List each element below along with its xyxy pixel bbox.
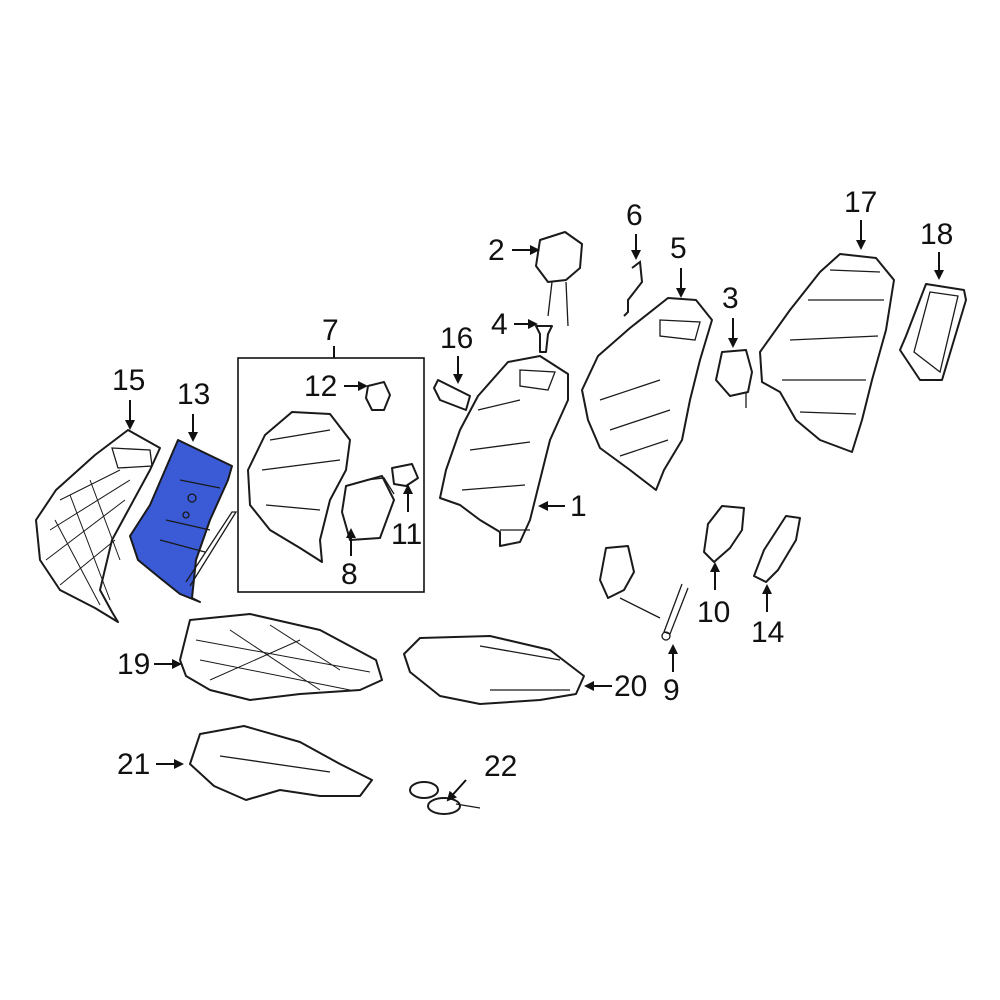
part-5-seat-frame[interactable]	[581, 297, 713, 491]
callout-11: 11	[391, 484, 422, 551]
callout-18: 18	[920, 218, 953, 280]
svg-text:13: 13	[177, 378, 210, 411]
callout-14: 14	[751, 584, 784, 649]
svg-text:1: 1	[570, 490, 587, 523]
callout-22: 22	[446, 750, 517, 802]
group-7-box	[237, 357, 425, 593]
part-9-bracket[interactable]	[599, 545, 689, 641]
svg-text:9: 9	[663, 674, 680, 707]
part-13-backrest-panel[interactable]	[129, 439, 238, 603]
svg-text:12: 12	[304, 370, 337, 403]
part-7-back-shell[interactable]	[247, 411, 351, 563]
callout-5: 5	[670, 232, 687, 298]
part-18-pocket-panel[interactable]	[899, 283, 967, 381]
callout-4: 4	[491, 308, 538, 341]
part-11-switch[interactable]	[391, 463, 419, 487]
callout-7: 7	[322, 314, 339, 358]
callout-13: 13	[177, 378, 210, 442]
svg-text:8: 8	[341, 558, 358, 591]
part-4-bolt[interactable]	[535, 325, 553, 353]
callout-9: 9	[663, 644, 680, 707]
part-8-module[interactable]	[341, 475, 395, 541]
svg-text:7: 7	[322, 314, 339, 347]
part-10-side-trim[interactable]	[703, 505, 745, 563]
callout-1: 1	[538, 490, 587, 523]
svg-text:6: 6	[626, 199, 643, 232]
svg-text:5: 5	[670, 232, 687, 265]
part-12-clip[interactable]	[365, 381, 391, 411]
svg-text:18: 18	[920, 218, 953, 251]
callout-6: 6	[626, 199, 643, 260]
part-20-seat-pan[interactable]	[403, 635, 585, 705]
callout-17: 17	[844, 186, 877, 250]
callout-12: 12	[304, 370, 368, 403]
svg-text:20: 20	[614, 670, 647, 703]
part-3-lumbar-unit[interactable]	[715, 349, 753, 408]
svg-text:2: 2	[488, 234, 505, 267]
callout-2: 2	[488, 234, 540, 267]
part-21-cushion-base[interactable]	[189, 725, 373, 801]
callout-19: 19	[117, 648, 182, 681]
part-22-sensor-mat[interactable]	[409, 781, 481, 815]
callout-8: 8	[341, 528, 358, 591]
svg-text:14: 14	[751, 616, 784, 649]
svg-text:3: 3	[722, 282, 739, 315]
part-6-cable[interactable]	[623, 260, 644, 317]
callout-20: 20	[584, 670, 647, 703]
part-16-cap[interactable]	[433, 379, 471, 411]
part-15-backrest-cover[interactable]	[35, 429, 161, 623]
callout-15: 15	[112, 364, 145, 430]
svg-text:15: 15	[112, 364, 145, 397]
callout-10: 10	[697, 562, 730, 629]
svg-text:4: 4	[491, 308, 508, 341]
svg-text:11: 11	[391, 518, 422, 551]
callout-16: 16	[440, 322, 473, 384]
svg-text:16: 16	[440, 322, 473, 355]
svg-text:17: 17	[844, 186, 877, 219]
svg-text:19: 19	[117, 648, 150, 681]
part-14-side-pad[interactable]	[753, 515, 801, 583]
part-17-backrest-shell[interactable]	[759, 253, 895, 453]
callout-3: 3	[722, 282, 739, 348]
part-2-headrest[interactable]	[535, 231, 583, 327]
svg-text:22: 22	[484, 750, 517, 783]
svg-text:21: 21	[117, 748, 150, 781]
part-19-seat-cover[interactable]	[179, 613, 383, 701]
callout-21: 21	[117, 748, 184, 781]
part-1-backrest-frame[interactable]	[439, 355, 569, 547]
svg-text:10: 10	[697, 596, 730, 629]
